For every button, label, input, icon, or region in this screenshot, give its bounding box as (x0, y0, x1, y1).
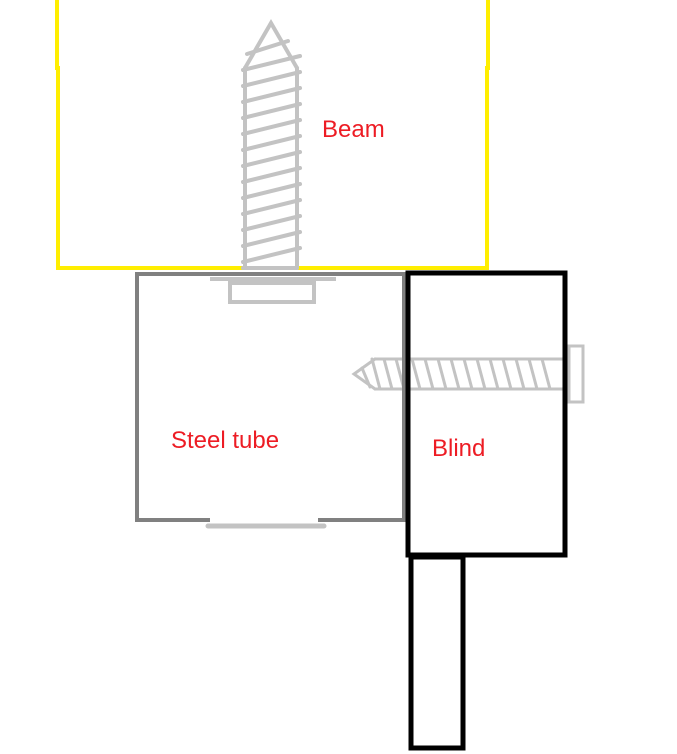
steel-tube-label: Steel tube (171, 427, 280, 454)
horizontal-screw-head-icon (567, 344, 585, 404)
vertical-screw-head-icon (210, 277, 336, 304)
beam-outline (55, 0, 490, 270)
horizontal-screw-icon (351, 357, 565, 391)
blind-hanger-outline (408, 554, 466, 751)
blind-outline (405, 270, 568, 558)
beam-label: Beam (322, 116, 385, 143)
blind-label: Blind (432, 435, 486, 462)
vertical-screw-icon (241, 19, 302, 270)
steel-tube-outline (135, 272, 406, 522)
